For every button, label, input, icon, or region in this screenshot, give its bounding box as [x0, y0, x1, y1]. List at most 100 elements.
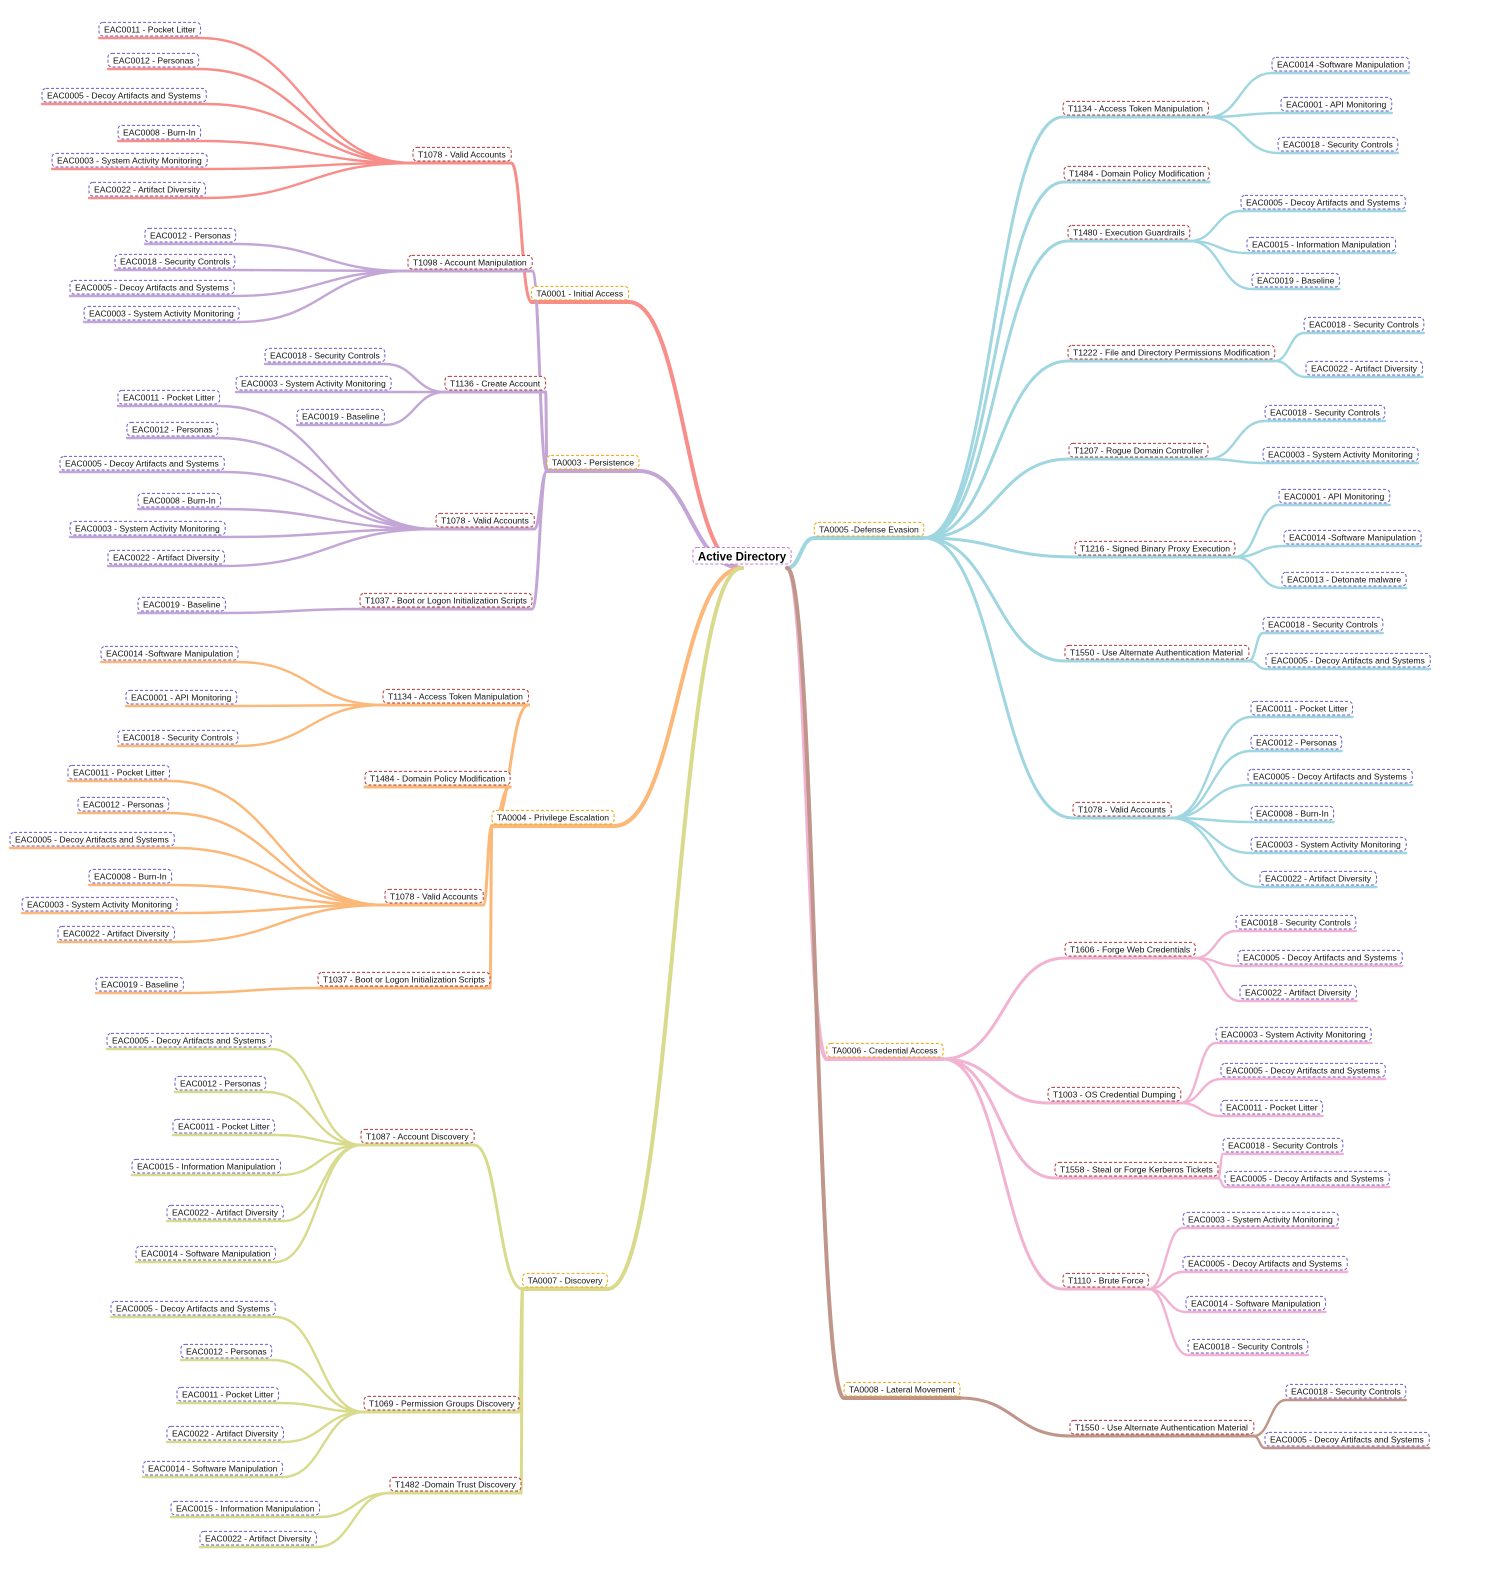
technique-t1134-privilege-escalation[interactable]: T1134 - Access Token Manipulation: [382, 688, 530, 704]
countermeasure-eac0005-technique-t1078-defense-evasion[interactable]: EAC0005 - Decoy Artifacts and Systems: [1247, 768, 1413, 784]
technique-t1134-defense-evasion[interactable]: T1134 - Access Token Manipulation: [1062, 100, 1210, 116]
countermeasure-eac0003-technique-t1078-privilege-escalation[interactable]: EAC0003 - System Activity Monitoring: [21, 896, 178, 912]
countermeasure-eac0018-technique-t1134-defense-evasion[interactable]: EAC0018 - Security Controls: [1277, 136, 1399, 152]
countermeasure-eac0012-technique-t1078-initial-access[interactable]: EAC0012 - Personas: [107, 52, 200, 68]
tactic-persistence[interactable]: TA0003 - Persistence: [546, 454, 640, 470]
technique-t1216-defense-evasion[interactable]: T1216 - Signed Binary Proxy Execution: [1074, 540, 1236, 556]
countermeasure-eac0005-technique-t1098-persistence[interactable]: EAC0005 - Decoy Artifacts and Systems: [69, 279, 235, 295]
countermeasure-eac0019-technique-t1136-persistence[interactable]: EAC0019 - Baseline: [296, 408, 385, 424]
technique-t1037-persistence[interactable]: T1037 - Boot or Logon Initialization Scr…: [359, 592, 533, 608]
technique-t1550-lateral-movement[interactable]: T1550 - Use Alternate Authentication Mat…: [1069, 1419, 1255, 1435]
countermeasure-eac0005-technique-t1550-lateral-movement[interactable]: EAC0005 - Decoy Artifacts and Systems: [1264, 1431, 1430, 1447]
countermeasure-eac0018-technique-t1207-defense-evasion[interactable]: EAC0018 - Security Controls: [1264, 404, 1386, 420]
countermeasure-eac0003-technique-t1207-defense-evasion[interactable]: EAC0003 - System Activity Monitoring: [1262, 446, 1419, 462]
technique-t1222-defense-evasion[interactable]: T1222 - File and Directory Permissions M…: [1067, 344, 1276, 360]
countermeasure-eac0005-technique-t1003-credential-access[interactable]: EAC0005 - Decoy Artifacts and Systems: [1220, 1062, 1386, 1078]
countermeasure-eac0011-technique-t1078-defense-evasion[interactable]: EAC0011 - Pocket Litter: [1250, 700, 1354, 716]
countermeasure-eac0015-technique-t1482-domain-trust-discovery-discovery[interactable]: EAC0015 - Information Manipulation: [170, 1500, 321, 1516]
countermeasure-eac0018-technique-t1550-lateral-movement[interactable]: EAC0018 - Security Controls: [1285, 1383, 1407, 1399]
countermeasure-eac0012-technique-t1078-persistence[interactable]: EAC0012 - Personas: [126, 421, 219, 437]
countermeasure-eac0022-technique-t1606-credential-access[interactable]: EAC0022 - Artifact Diversity: [1239, 984, 1357, 1000]
technique-t1480-defense-evasion[interactable]: T1480 - Execution Guardrails: [1067, 224, 1191, 240]
countermeasure-eac0003-technique-t1110-credential-access[interactable]: EAC0003 - System Activity Monitoring: [1182, 1211, 1339, 1227]
countermeasure-eac0015-technique-t1480-defense-evasion[interactable]: EAC0015 - Information Manipulation: [1246, 236, 1397, 252]
countermeasure-eac0011-technique-t1069-discovery[interactable]: EAC0011 - Pocket Litter: [176, 1386, 280, 1402]
tactic-privilege-escalation[interactable]: TA0004 - Privilege Escalation: [491, 809, 615, 825]
countermeasure-eac0011-technique-t1078-persistence[interactable]: EAC0011 - Pocket Litter: [117, 389, 221, 405]
countermeasure-eac0001-technique-t1134-privilege-escalation[interactable]: EAC0001 - API Monitoring: [125, 689, 238, 705]
countermeasure-eac0011-technique-t1003-credential-access[interactable]: EAC0011 - Pocket Litter: [1220, 1099, 1324, 1115]
countermeasure-eac0012-technique-t1078-privilege-escalation[interactable]: EAC0012 - Personas: [77, 796, 170, 812]
countermeasure-eac0018-technique-t1136-persistence[interactable]: EAC0018 - Security Controls: [264, 347, 386, 363]
countermeasure-eac0005-technique-t1480-defense-evasion[interactable]: EAC0005 - Decoy Artifacts and Systems: [1240, 194, 1406, 210]
technique-t1098-persistence[interactable]: T1098 - Account Manipulation: [407, 254, 533, 270]
technique-t1136-persistence[interactable]: T1136 - Create Account: [444, 375, 547, 391]
countermeasure-eac0018-technique-t1550-defense-evasion[interactable]: EAC0018 - Security Controls: [1262, 616, 1384, 632]
countermeasure-eac0022-technique-t1078-persistence[interactable]: EAC0022 - Artifact Diversity: [107, 549, 225, 565]
tactic-defense-evasion[interactable]: TA0005 -Defense Evasion: [813, 521, 925, 537]
countermeasure-eac0013-technique-t1216-defense-evasion[interactable]: EAC0013 - Detonate malware: [1281, 571, 1407, 587]
countermeasure-eac0001-technique-t1216-defense-evasion[interactable]: EAC0001 - API Monitoring: [1278, 488, 1391, 504]
countermeasure-eac0005-technique-t1606-credential-access[interactable]: EAC0005 - Decoy Artifacts and Systems: [1237, 949, 1403, 965]
countermeasure-eac0008-technique-t1078-persistence[interactable]: EAC0008 - Burn-In: [137, 492, 222, 508]
countermeasure-eac0014-technique-t1216-defense-evasion[interactable]: EAC0014 -Software Manipulation: [1283, 529, 1422, 545]
countermeasure-eac0005-technique-t1087-discovery[interactable]: EAC0005 - Decoy Artifacts and Systems: [106, 1032, 272, 1048]
technique-t1037-privilege-escalation[interactable]: T1037 - Boot or Logon Initialization Scr…: [317, 971, 491, 987]
countermeasure-eac0022-technique-t1078-initial-access[interactable]: EAC0022 - Artifact Diversity: [88, 181, 206, 197]
countermeasure-eac0005-technique-t1078-initial-access[interactable]: EAC0005 - Decoy Artifacts and Systems: [41, 87, 207, 103]
countermeasure-eac0019-technique-t1480-defense-evasion[interactable]: EAC0019 - Baseline: [1251, 272, 1340, 288]
countermeasure-eac0005-technique-t1069-discovery[interactable]: EAC0005 - Decoy Artifacts and Systems: [110, 1300, 276, 1316]
technique-t1110-credential-access[interactable]: T1110 - Brute Force: [1062, 1272, 1150, 1288]
technique-t1069-discovery[interactable]: T1069 - Permission Groups Discovery: [363, 1395, 520, 1411]
countermeasure-eac0005-technique-t1550-defense-evasion[interactable]: EAC0005 - Decoy Artifacts and Systems: [1265, 652, 1431, 668]
countermeasure-eac0005-technique-t1558-credential-access[interactable]: EAC0005 - Decoy Artifacts and Systems: [1224, 1170, 1390, 1186]
countermeasure-eac0014-technique-t1134-defense-evasion[interactable]: EAC0014 -Software Manipulation: [1271, 56, 1410, 72]
countermeasure-eac0019-technique-t1037-privilege-escalation[interactable]: EAC0019 - Baseline: [95, 976, 184, 992]
countermeasure-eac0022-technique-t1078-privilege-escalation[interactable]: EAC0022 - Artifact Diversity: [57, 925, 175, 941]
countermeasure-eac0012-technique-t1087-discovery[interactable]: EAC0012 - Personas: [174, 1075, 267, 1091]
countermeasure-eac0018-technique-t1098-persistence[interactable]: EAC0018 - Security Controls: [114, 253, 236, 269]
countermeasure-eac0014-technique-t1087-discovery[interactable]: EAC0014 - Software Manipulation: [135, 1245, 276, 1261]
technique-t1087-discovery[interactable]: T1087 - Account Discovery: [360, 1128, 475, 1144]
countermeasure-eac0012-technique-t1078-defense-evasion[interactable]: EAC0012 - Personas: [1250, 734, 1343, 750]
countermeasure-eac0012-technique-t1069-discovery[interactable]: EAC0012 - Personas: [180, 1343, 273, 1359]
technique-t1078-defense-evasion[interactable]: T1078 - Valid Accounts: [1072, 801, 1172, 817]
countermeasure-eac0018-technique-t1606-credential-access[interactable]: EAC0018 - Security Controls: [1235, 914, 1357, 930]
technique-t1484-privilege-escalation[interactable]: T1484 - Domain Policy Modification: [364, 770, 511, 786]
countermeasure-eac0018-technique-t1110-credential-access[interactable]: EAC0018 - Security Controls: [1187, 1338, 1309, 1354]
technique-t1078-privilege-escalation[interactable]: T1078 - Valid Accounts: [384, 888, 484, 904]
countermeasure-eac0008-technique-t1078-privilege-escalation[interactable]: EAC0008 - Burn-In: [88, 868, 173, 884]
countermeasure-eac0012-technique-t1098-persistence[interactable]: EAC0012 - Personas: [144, 227, 237, 243]
technique-t1550-defense-evasion[interactable]: T1550 - Use Alternate Authentication Mat…: [1064, 644, 1250, 660]
countermeasure-eac0008-technique-t1078-initial-access[interactable]: EAC0008 - Burn-In: [117, 124, 202, 140]
technique-t1484-defense-evasion[interactable]: T1484 - Domain Policy Modification: [1063, 165, 1210, 181]
root-node[interactable]: Active Directory: [692, 547, 792, 565]
countermeasure-eac0022-technique-t1222-defense-evasion[interactable]: EAC0022 - Artifact Diversity: [1305, 360, 1423, 376]
technique-t1482-domain-trust-discovery-discovery[interactable]: T1482 -Domain Trust Discovery: [389, 1476, 522, 1492]
countermeasure-eac0015-technique-t1087-discovery[interactable]: EAC0015 - Information Manipulation: [131, 1158, 282, 1174]
tactic-lateral-movement[interactable]: TA0008 - Lateral Movement: [843, 1381, 961, 1397]
tactic-discovery[interactable]: TA0007 - Discovery: [522, 1272, 608, 1288]
countermeasure-eac0003-technique-t1098-persistence[interactable]: EAC0003 - System Activity Monitoring: [83, 305, 240, 321]
countermeasure-eac0001-technique-t1134-defense-evasion[interactable]: EAC0001 - API Monitoring: [1280, 96, 1393, 112]
countermeasure-eac0022-technique-t1482-domain-trust-discovery-discovery[interactable]: EAC0022 - Artifact Diversity: [199, 1530, 317, 1546]
countermeasure-eac0003-technique-t1078-persistence[interactable]: EAC0003 - System Activity Monitoring: [69, 520, 226, 536]
countermeasure-eac0022-technique-t1078-defense-evasion[interactable]: EAC0022 - Artifact Diversity: [1259, 870, 1377, 886]
countermeasure-eac0018-technique-t1222-defense-evasion[interactable]: EAC0018 - Security Controls: [1303, 316, 1425, 332]
tactic-initial-access[interactable]: TA0001 - Initial Access: [530, 285, 630, 301]
technique-t1606-credential-access[interactable]: T1606 - Forge Web Credentials: [1064, 941, 1196, 957]
technique-t1558-credential-access[interactable]: T1558 - Steal or Forge Kerberos Tickets: [1054, 1161, 1219, 1177]
countermeasure-eac0014-technique-t1134-privilege-escalation[interactable]: EAC0014 -Software Manipulation: [100, 645, 239, 661]
countermeasure-eac0005-technique-t1110-credential-access[interactable]: EAC0005 - Decoy Artifacts and Systems: [1182, 1255, 1348, 1271]
countermeasure-eac0022-technique-t1069-discovery[interactable]: EAC0022 - Artifact Diversity: [166, 1425, 284, 1441]
countermeasure-eac0003-technique-t1003-credential-access[interactable]: EAC0003 - System Activity Monitoring: [1215, 1026, 1372, 1042]
countermeasure-eac0014-technique-t1069-discovery[interactable]: EAC0014 - Software Manipulation: [142, 1460, 283, 1476]
countermeasure-eac0003-technique-t1136-persistence[interactable]: EAC0003 - System Activity Monitoring: [235, 375, 392, 391]
countermeasure-eac0022-technique-t1087-discovery[interactable]: EAC0022 - Artifact Diversity: [166, 1204, 284, 1220]
countermeasure-eac0008-technique-t1078-defense-evasion[interactable]: EAC0008 - Burn-In: [1250, 805, 1335, 821]
technique-t1078-persistence[interactable]: T1078 - Valid Accounts: [435, 512, 535, 528]
technique-t1003-credential-access[interactable]: T1003 - OS Credential Dumping: [1047, 1086, 1182, 1102]
countermeasure-eac0011-technique-t1078-privilege-escalation[interactable]: EAC0011 - Pocket Litter: [67, 764, 171, 780]
countermeasure-eac0005-technique-t1078-persistence[interactable]: EAC0005 - Decoy Artifacts and Systems: [59, 455, 225, 471]
countermeasure-eac0014-technique-t1110-credential-access[interactable]: EAC0014 - Software Manipulation: [1185, 1295, 1326, 1311]
